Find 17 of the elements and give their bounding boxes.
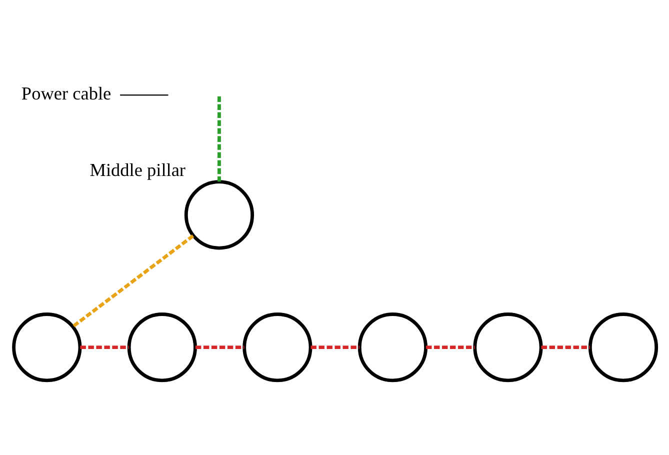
node-circle — [127, 312, 197, 382]
connector — [120, 94, 168, 96]
node-label: Middle pillar — [90, 160, 186, 180]
node-circle — [242, 312, 312, 382]
connector — [541, 346, 590, 350]
node-circle — [184, 180, 254, 250]
connector — [426, 346, 475, 350]
node-circle — [358, 312, 428, 382]
node-text: Power cable — [21, 83, 112, 104]
node-circle — [588, 312, 658, 382]
connector — [196, 346, 244, 350]
connector — [80, 346, 129, 350]
node-circle — [473, 312, 543, 382]
node-circle — [12, 312, 82, 382]
connector — [72, 234, 194, 328]
connector — [310, 346, 360, 350]
connector — [218, 96, 221, 182]
